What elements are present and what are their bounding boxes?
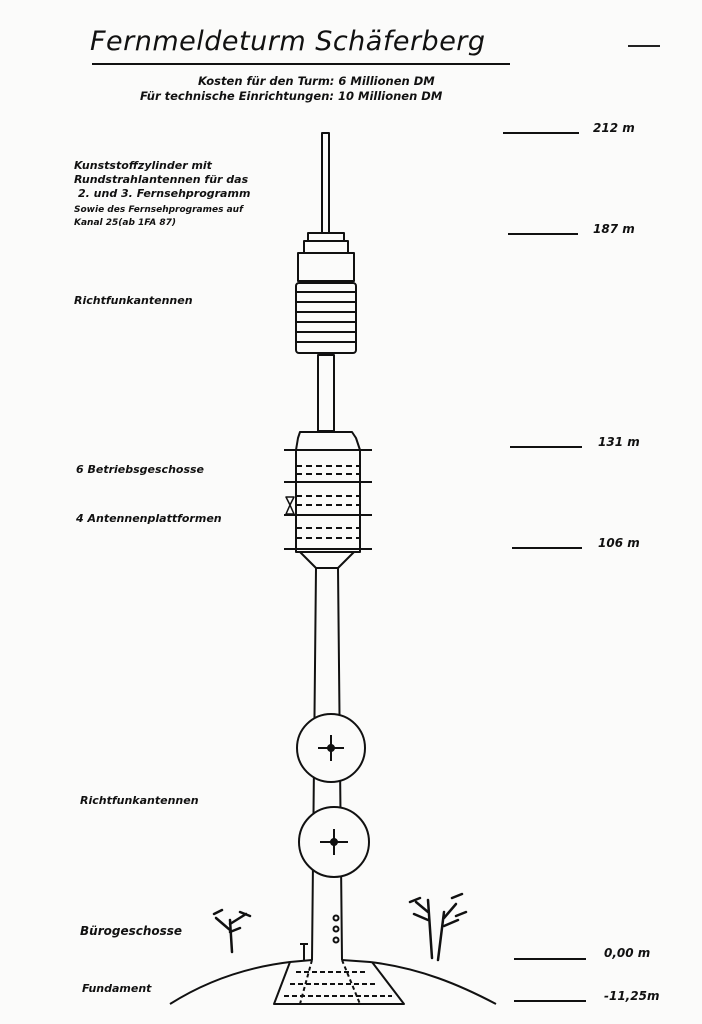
cylinder-label-line3: 2. und 3. Fernsehprogramm <box>78 187 251 200</box>
foundation <box>273 959 405 1005</box>
cylinder-top <box>303 240 349 254</box>
office-window <box>332 925 340 933</box>
cylinder-label-line2: Rundstrahlantennen für das <box>74 173 249 186</box>
ground-line <box>169 959 497 1005</box>
height-neg: -11,25m <box>604 989 660 1003</box>
cylinder-label-line5: Kanal 25(ab 1FA 87) <box>74 218 177 228</box>
tower-cost-text: Kosten für den Turm: 6 Millionen DM <box>198 74 435 88</box>
height-line-106 <box>512 547 582 549</box>
dish-antenna-upper <box>296 713 366 783</box>
height-0: 0,00 m <box>604 946 651 960</box>
height-line-187 <box>508 233 578 235</box>
upper-shaft <box>317 354 335 432</box>
transition-cone <box>299 551 355 569</box>
height-line-212 <box>503 132 579 134</box>
office-floors-label: Bürogeschosse <box>80 924 183 938</box>
lamp-post <box>300 943 308 960</box>
office-window <box>332 914 340 922</box>
radio-antenna-drum-upper <box>295 282 357 354</box>
corner-mark <box>628 45 660 47</box>
office-window <box>332 936 340 944</box>
antenna-platforms-label: 4 Antennenplattformen <box>76 512 222 525</box>
cylinder-label-line4: Sowie des Fernsehprogrames auf <box>74 205 243 215</box>
height-line-neg <box>514 1000 586 1002</box>
height-131: 131 m <box>598 435 640 449</box>
height-line-0 <box>514 958 586 960</box>
height-line-131 <box>510 446 582 448</box>
cylinder-cap <box>307 232 345 242</box>
height-106: 106 m <box>598 536 640 550</box>
operation-head <box>284 431 372 553</box>
operation-floors-label: 6 Betriebsgeschosse <box>76 463 205 476</box>
diagram-title: Fernmeldeturm Schäferberg <box>90 26 486 57</box>
radio-antennas-lower-label: Richtfunkantennen <box>80 794 199 807</box>
antenna-mast <box>321 132 330 234</box>
dish-antenna-lower <box>298 806 370 878</box>
technical-cost-text: Für technische Einrichtungen: 10 Million… <box>140 89 443 103</box>
tree-left <box>212 908 252 954</box>
height-212: 212 m <box>593 121 635 135</box>
cylinder-label-line1: Kunststoffzylinder mit <box>74 159 212 172</box>
radio-antennas-upper-label: Richtfunkantennen <box>74 294 193 307</box>
tree-right <box>408 892 468 962</box>
foundation-label: Fundament <box>82 982 152 995</box>
title-underline <box>92 63 510 65</box>
cylinder-body <box>297 252 355 282</box>
height-187: 187 m <box>593 222 635 236</box>
